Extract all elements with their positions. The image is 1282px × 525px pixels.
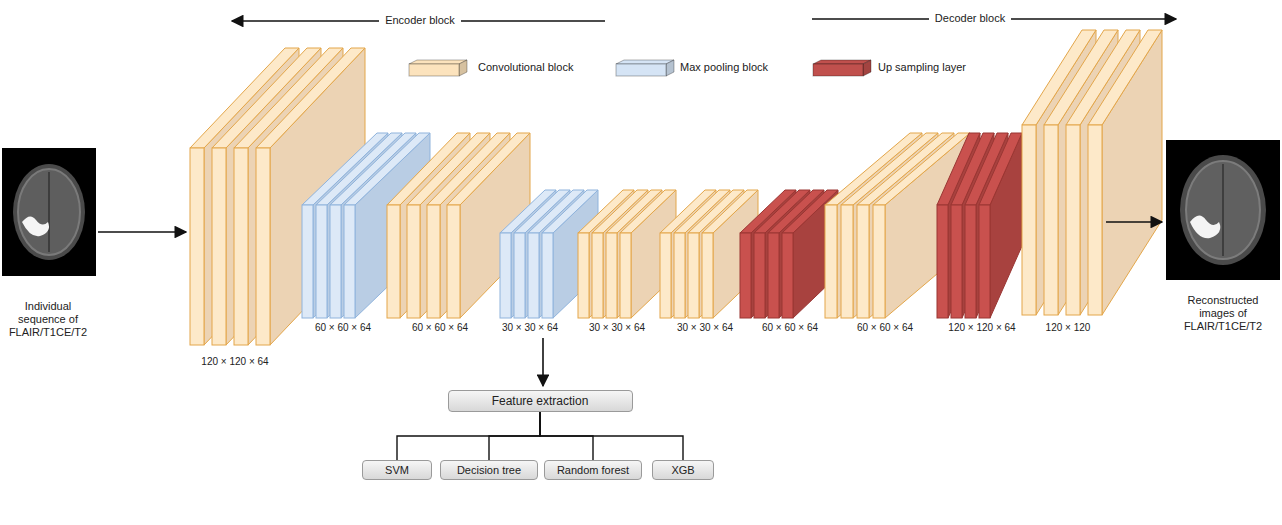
layer-stack <box>1022 30 1162 315</box>
box-text: XGB <box>671 464 694 476</box>
tree-connector <box>397 412 540 460</box>
legend-swatch <box>408 59 468 77</box>
layer-stack <box>937 133 1022 318</box>
box-text: SVM <box>385 464 409 476</box>
box-text: Random forest <box>557 464 629 476</box>
legend-text: Max pooling block <box>680 61 768 73</box>
layer-stack <box>740 190 838 318</box>
tree-connector <box>489 412 540 460</box>
image-caption: Individual sequence of FLAIR/T1CE/T2 <box>2 300 94 340</box>
dimension-label: 60 × 60 × 64 <box>857 322 913 334</box>
legend-text: Convolutional block <box>478 61 573 73</box>
box-text: Feature extraction <box>492 394 589 408</box>
dimension-label: 120 × 120 × 64 <box>948 322 1015 334</box>
layer-stack <box>578 190 676 318</box>
input-mri <box>2 148 96 276</box>
output-arrow <box>1106 221 1162 223</box>
legend-text: Up sampling layer <box>878 61 966 73</box>
classifier-box: XGB <box>652 460 714 480</box>
layer-stack <box>660 190 758 318</box>
feature-arrow <box>542 338 544 386</box>
layer-stack <box>500 190 598 318</box>
direction-label: Decoder block <box>929 12 1011 25</box>
layer-stack <box>825 133 970 318</box>
dimension-label: 120 × 120 <box>1046 322 1091 334</box>
box-text: Decision tree <box>457 464 521 476</box>
dimension-label: 30 × 30 × 64 <box>589 322 645 334</box>
dimension-label: 30 × 30 × 64 <box>502 322 558 334</box>
legend-swatch <box>615 59 675 77</box>
dimension-label: 60 × 60 × 64 <box>412 322 468 334</box>
classifier-box: Random forest <box>544 460 642 480</box>
dimension-label: 60 × 60 × 64 <box>762 322 818 334</box>
classifier-box: SVM <box>362 460 432 480</box>
dimension-label: 60 × 60 × 64 <box>315 322 371 334</box>
output-mri <box>1166 140 1280 280</box>
legend-swatch <box>812 59 872 77</box>
classifier-box: Decision tree <box>440 460 538 480</box>
direction-label: Encoder block <box>379 14 461 27</box>
layer-stack <box>302 133 430 318</box>
image-caption: Reconstructed images of FLAIR/T1CE/T2 <box>1177 294 1269 334</box>
dimension-label: 120 × 120 × 64 <box>201 356 268 368</box>
process-box: Feature extraction <box>448 390 633 412</box>
tree-connector <box>540 412 683 460</box>
input-arrow <box>98 231 186 233</box>
dimension-label: 30 × 30 × 64 <box>677 322 733 334</box>
